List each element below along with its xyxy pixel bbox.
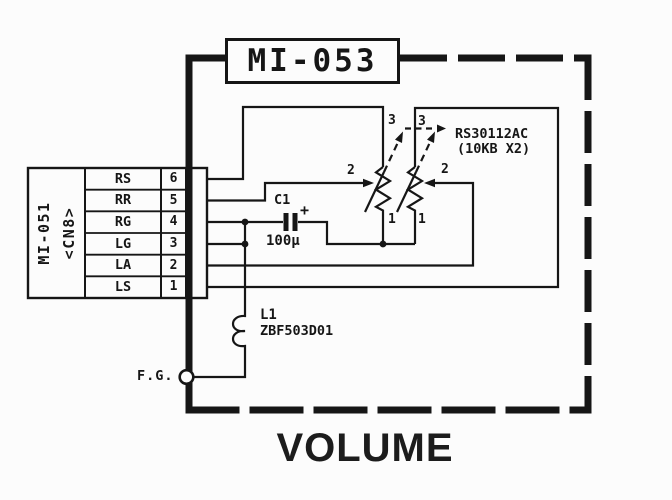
wire-c1-out: [298, 220, 415, 246]
pin-name: LA: [114, 257, 132, 274]
dashed-enclosure-border: [185, 54, 592, 414]
junction-dot: [241, 240, 249, 248]
wiper-arrow-left: [363, 178, 374, 188]
capacitor-ref-label: C1: [274, 192, 291, 208]
wire-la: [207, 181, 475, 267]
pot-right-zigzag: [405, 166, 425, 244]
fg-terminal-circle: [178, 368, 195, 386]
junction-dot: [241, 218, 249, 226]
wire-ls: [207, 106, 560, 289]
pot-part-label: RS30112AC: [455, 126, 529, 142]
pot-right-wiper-dashed: [415, 137, 433, 173]
pin-number: 1: [169, 279, 178, 295]
inductor-part-label: ZBF503D01: [260, 323, 334, 339]
pin-number: 3: [169, 236, 178, 251]
capacitor-plate-right: [292, 213, 298, 231]
wire-rs: [207, 105, 385, 181]
pot-right-wiper-diagonal: [396, 171, 417, 213]
junction-dot: [379, 240, 387, 248]
pot-right-terminal-1: 1: [418, 212, 426, 227]
pot-right-terminal-3: 3: [418, 114, 426, 129]
wiper-arrow-right: [424, 178, 435, 188]
diagram-caption: VOLUME: [276, 426, 454, 470]
module-title: MI-053: [247, 43, 378, 79]
pin-name: LG: [114, 235, 132, 252]
pin-number: 6: [169, 171, 178, 186]
pin-name: RG: [114, 213, 132, 230]
capacitor-plate-left: [283, 213, 289, 231]
wire-rail-l1: [192, 222, 247, 379]
pin-name: LS: [114, 278, 132, 295]
pin-name: RS: [114, 170, 132, 187]
pot-left-wiper-dashed: [383, 137, 401, 173]
pot-left-terminal-3: 3: [388, 113, 396, 128]
inductor-ref-label: L1: [260, 307, 277, 323]
connector-id: <CN8>: [60, 206, 78, 260]
pin-number: 5: [169, 192, 178, 208]
capacitor-polarity-label: +: [300, 201, 310, 219]
gang-arrow-right-tip: [427, 131, 435, 143]
pot-left-terminal-2: 2: [347, 163, 355, 178]
connector-board-id: MI-051: [35, 201, 53, 265]
gang-arrow-left-tip: [395, 131, 403, 143]
pot-left-terminal-1: 1: [388, 212, 396, 227]
gang-arrow-link-tip: [437, 124, 446, 133]
pin-name: RR: [114, 192, 132, 209]
pot-left-wiper-diagonal: [364, 171, 385, 213]
fg-label: F.G.: [137, 368, 174, 384]
connector-box: [26, 166, 209, 300]
pot-left-zigzag: [373, 166, 393, 244]
capacitor-value-label: 100µ: [266, 233, 300, 249]
module-title-box: MI-053: [225, 38, 400, 84]
pin-number: 4: [169, 214, 178, 230]
connector-label: MI-051 <CN8>: [29, 169, 85, 297]
pin-number: 2: [169, 257, 178, 273]
wire-rr: [207, 181, 363, 202]
pot-right-terminal-2: 2: [441, 162, 449, 177]
pot-value-label: (10KB X2): [457, 141, 531, 157]
